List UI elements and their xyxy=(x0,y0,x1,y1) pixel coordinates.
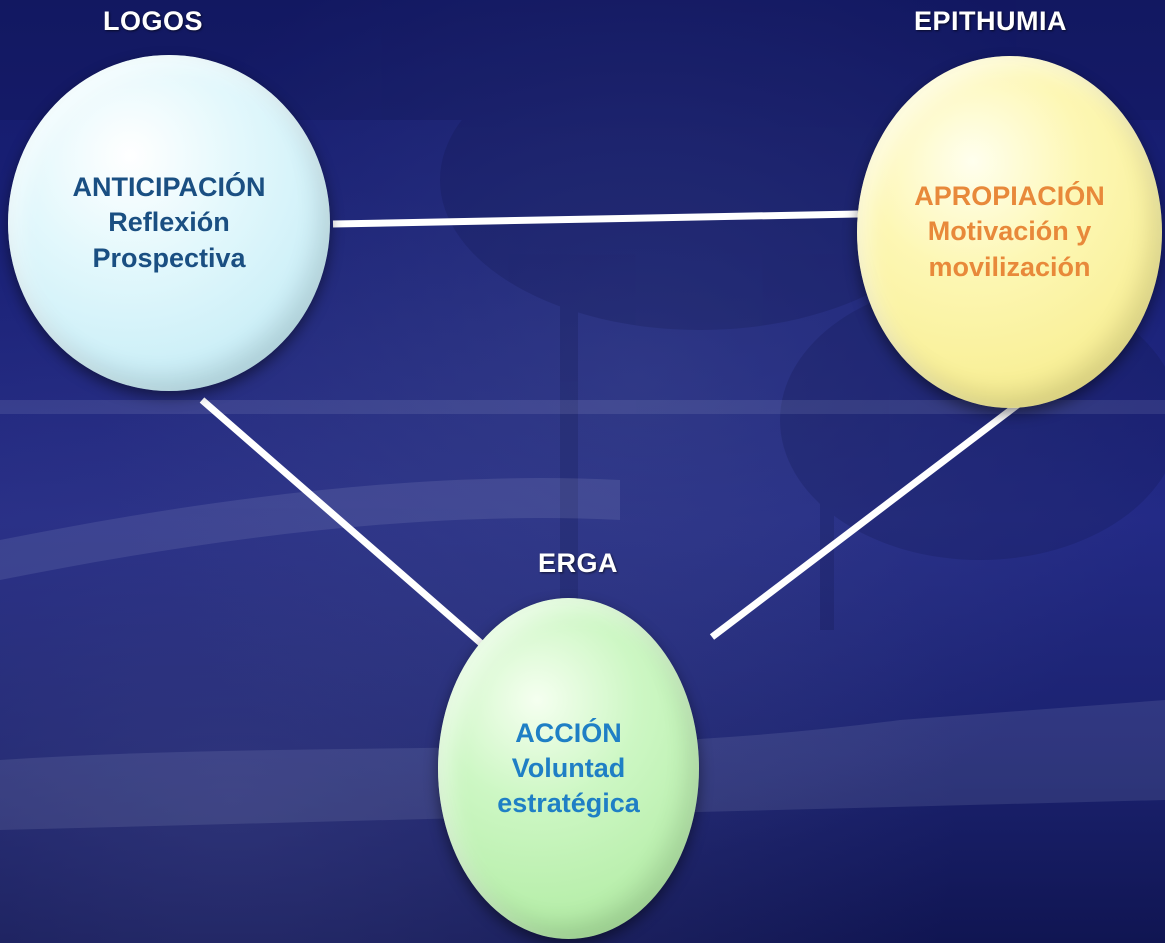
epithumia-line-2: Motivación y xyxy=(927,216,1092,247)
connector-logos-epithumia xyxy=(332,210,859,228)
epithumia-circle: APROPIACIÓN Motivación y movilización xyxy=(857,56,1162,408)
erga-line-3: estratégica xyxy=(497,788,640,819)
connector-epithumia-erga xyxy=(709,400,1023,640)
connector-logos-erga xyxy=(199,397,486,648)
erga-circle: ACCIÓN Voluntad estratégica xyxy=(438,598,699,939)
logos-line-3: Prospectiva xyxy=(92,242,246,273)
epithumia-title: EPITHUMIA xyxy=(914,6,1067,36)
logos-title: LOGOS xyxy=(103,6,204,36)
epithumia-line-1: APROPIACIÓN xyxy=(914,181,1105,212)
logos-circle: ANTICIPACIÓN Reflexión Prospectiva xyxy=(8,55,330,391)
logos-line-1: ANTICIPACIÓN xyxy=(72,172,266,203)
erga-line-2: Voluntad xyxy=(511,752,626,783)
erga-title: ERGA xyxy=(538,548,619,578)
logos-line-2: Reflexión xyxy=(108,207,230,238)
epithumia-line-3: movilización xyxy=(928,251,1091,282)
erga-line-1: ACCIÓN xyxy=(515,717,622,748)
